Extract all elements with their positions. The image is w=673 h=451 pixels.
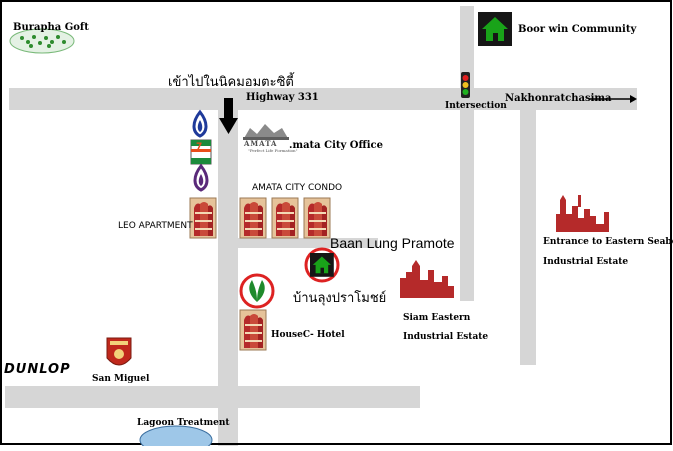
baan-lung-pramote-icon	[304, 247, 340, 283]
baan-en-label: Baan Lung Pramote	[330, 235, 455, 251]
amata-logo-icon	[243, 124, 289, 140]
nakhon-label: Nakhonratchasima	[505, 93, 612, 104]
condo-label: AMATA CITY CONDO	[252, 183, 343, 193]
amata-logo-text: AMATA	[244, 139, 278, 148]
leo-apartment-label: LEO APARTMENT	[118, 221, 193, 231]
seaboard-skyline-icon	[556, 195, 609, 232]
seaboard-label-1: Entrance to Eastern Seaboard	[543, 237, 673, 247]
dunlop-logo: DUNLOP	[4, 362, 71, 377]
san-miguel-logo-icon	[106, 337, 132, 366]
siam-eastern-skyline-icon	[400, 260, 454, 298]
east-road	[520, 100, 536, 365]
condo-building-icon	[303, 197, 331, 239]
siam-eastern-label-1: Siam Eastern	[403, 313, 471, 323]
amata-tagline: "Perfect Life Formation"	[248, 148, 298, 153]
lagoon-icon	[139, 425, 213, 451]
gas-station-icon	[192, 109, 208, 138]
baan-thai-label: บ้านลุงปราโมชย์	[293, 291, 387, 306]
intersection-label: Intersection	[445, 101, 507, 111]
leo-apartment-icon	[189, 197, 217, 239]
amata-office-label: .mata City Office	[289, 140, 383, 151]
nakhon-arrow-icon	[590, 95, 637, 103]
fuel-station-icon	[193, 163, 209, 192]
condo-building-icon	[239, 197, 267, 239]
roads	[5, 6, 637, 446]
condo-road	[238, 238, 378, 248]
seven-eleven-text: 7	[196, 142, 203, 152]
san-miguel-label: San Miguel	[92, 374, 150, 384]
golf-course	[9, 28, 75, 54]
highway-label: Highway 331	[246, 92, 319, 103]
intersection-road	[460, 6, 474, 301]
golf-label: Burapha Goft	[13, 22, 89, 33]
entry-arrow-icon	[219, 98, 238, 134]
hotel-label: HouseC- Hotel	[271, 330, 345, 340]
community-house-icon	[478, 12, 512, 46]
siam-eastern-label-2: Industrial Estate	[403, 332, 489, 342]
condo-building-icon	[271, 197, 299, 239]
traffic-light-icon	[461, 72, 470, 98]
highway-331-road	[9, 88, 637, 110]
seaboard-label-2: Industrial Estate	[543, 257, 629, 267]
main-road	[218, 98, 238, 446]
entry-thai-label: เข้าไปในนิคมอมตะซิตี้	[168, 75, 294, 90]
hotel-building-icon	[239, 309, 267, 351]
lagoon-label: Lagoon Treatment	[137, 418, 230, 428]
south-road	[5, 386, 420, 408]
kbank-icon	[239, 273, 275, 309]
community-label: Boor win Community	[518, 24, 637, 35]
